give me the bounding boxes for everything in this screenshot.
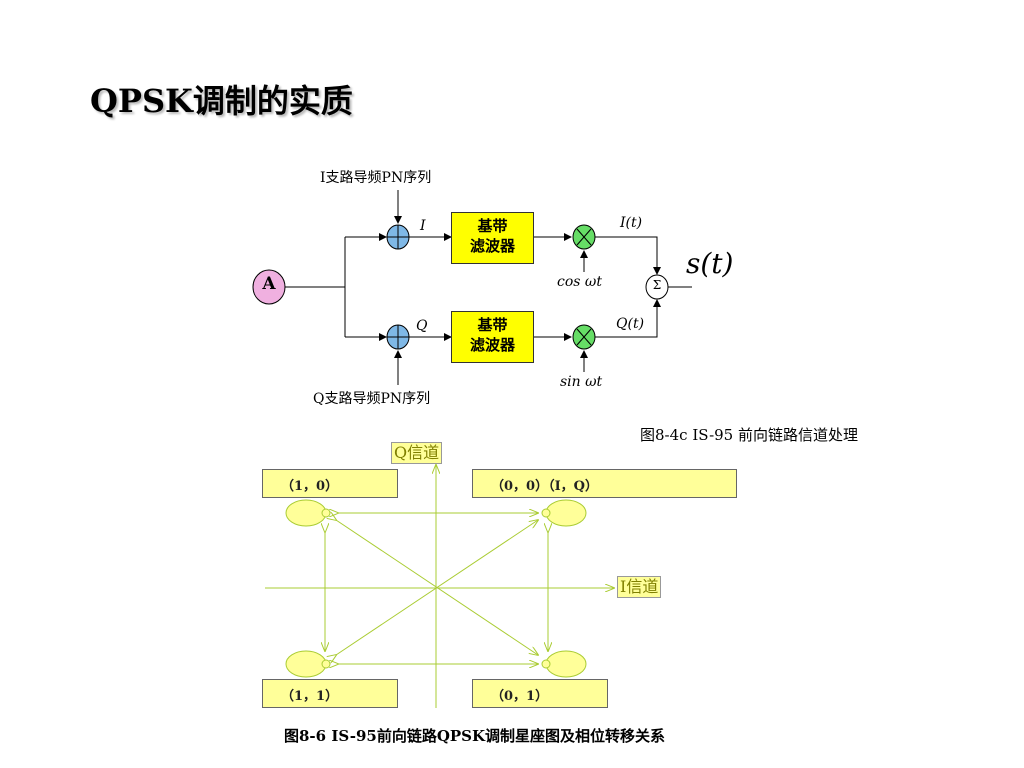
point-label-1-0: （1，0） <box>262 469 398 498</box>
filter-i-line1: 基带 <box>477 217 508 235</box>
q-branch-label: Q <box>416 318 428 334</box>
filter-q-line2: 滤波器 <box>469 336 515 354</box>
point-label-0-0: （0，0）（I，Q） <box>472 469 737 498</box>
xor-q-node <box>386 324 410 350</box>
filter-i-line2: 滤波器 <box>469 237 515 255</box>
figure-caption-8-4c: 图8-4c IS-95 前向链路信道处理 <box>640 426 858 444</box>
point-label-0-1: （0，1） <box>472 679 608 708</box>
baseband-filter-q: 基带 滤波器 <box>451 311 534 363</box>
source-label: A <box>262 274 276 294</box>
figure-caption-8-6: 图8-6 IS-95前向链路QPSK调制星座图及相位转移关系 <box>284 727 666 745</box>
mixer-q <box>572 324 596 350</box>
point-top-left <box>285 499 327 527</box>
point-label-1-1: （1，1） <box>262 679 398 708</box>
sum-symbol: Σ <box>652 278 662 292</box>
constellation-lines <box>265 465 614 708</box>
mixer-i <box>572 224 596 250</box>
point-bottom-right <box>545 650 587 678</box>
i-pn-sequence-label: I支路导频PN序列 <box>320 170 432 186</box>
q-channel-label: Q信道 <box>391 442 443 464</box>
i-t-label: I(t) <box>620 215 643 231</box>
point-bottom-left <box>285 650 327 678</box>
page-title: QPSK调制的实质 <box>90 82 353 120</box>
q-pn-sequence-label: Q支路导频PN序列 <box>313 391 431 407</box>
i-channel-label: I信道 <box>617 576 662 598</box>
sin-carrier-label: sin ωt <box>560 374 603 390</box>
baseband-filter-i: 基带 滤波器 <box>451 212 534 264</box>
xor-i-node <box>386 224 410 250</box>
filter-q-line1: 基带 <box>477 316 508 334</box>
output-signal-label: s(t) <box>686 247 734 280</box>
point-top-right <box>545 499 587 527</box>
q-t-label: Q(t) <box>616 316 645 332</box>
i-branch-label: I <box>420 218 426 234</box>
cos-carrier-label: cos ωt <box>557 274 602 290</box>
